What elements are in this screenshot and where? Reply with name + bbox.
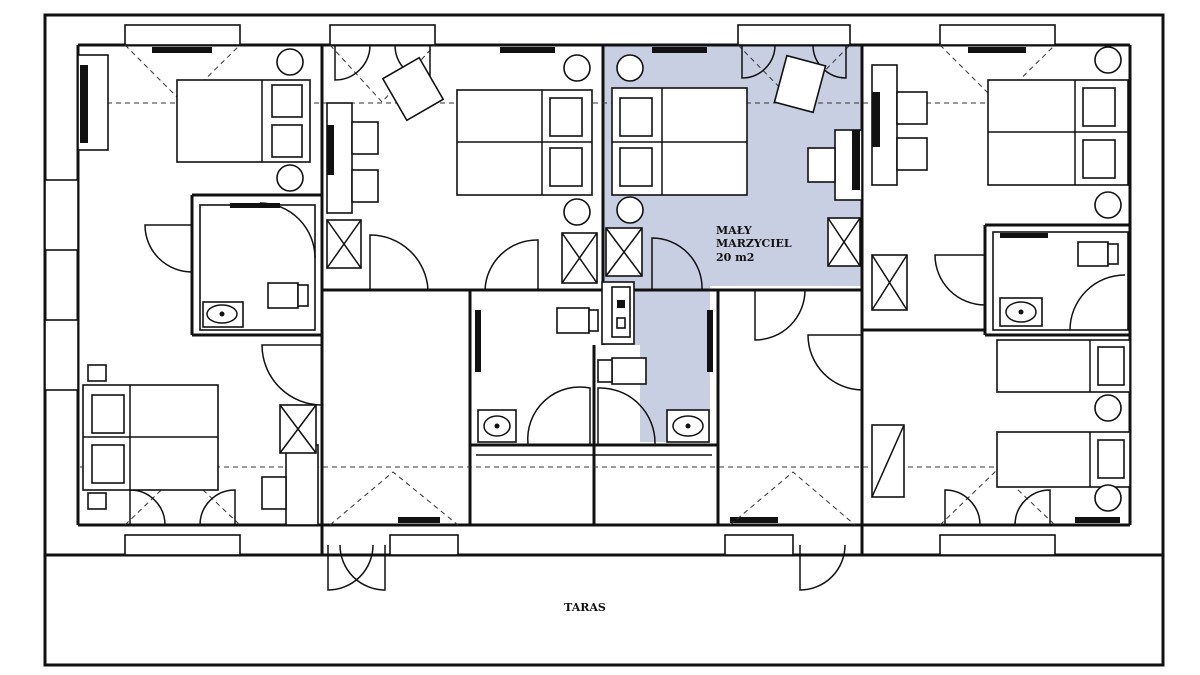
- nightstands: [87, 46, 1122, 512]
- room-name-line2: MARZYCIEL: [716, 237, 792, 250]
- wardrobes: [279, 217, 908, 498]
- beds: [82, 79, 1131, 491]
- room-label-maly-marzyciel: MAŁY MARZYCIEL 20 m2: [716, 224, 792, 264]
- desks-and-chairs: [77, 54, 928, 526]
- bottom-openings: [124, 469, 1120, 591]
- terrace-label: TARAS: [564, 601, 606, 614]
- room-area: 20 m2: [716, 251, 754, 264]
- top-openings: [124, 24, 1056, 103]
- bathroom-fixtures: [199, 202, 1129, 445]
- door-swings: [144, 224, 986, 406]
- room-name-line1: MAŁY: [716, 224, 752, 237]
